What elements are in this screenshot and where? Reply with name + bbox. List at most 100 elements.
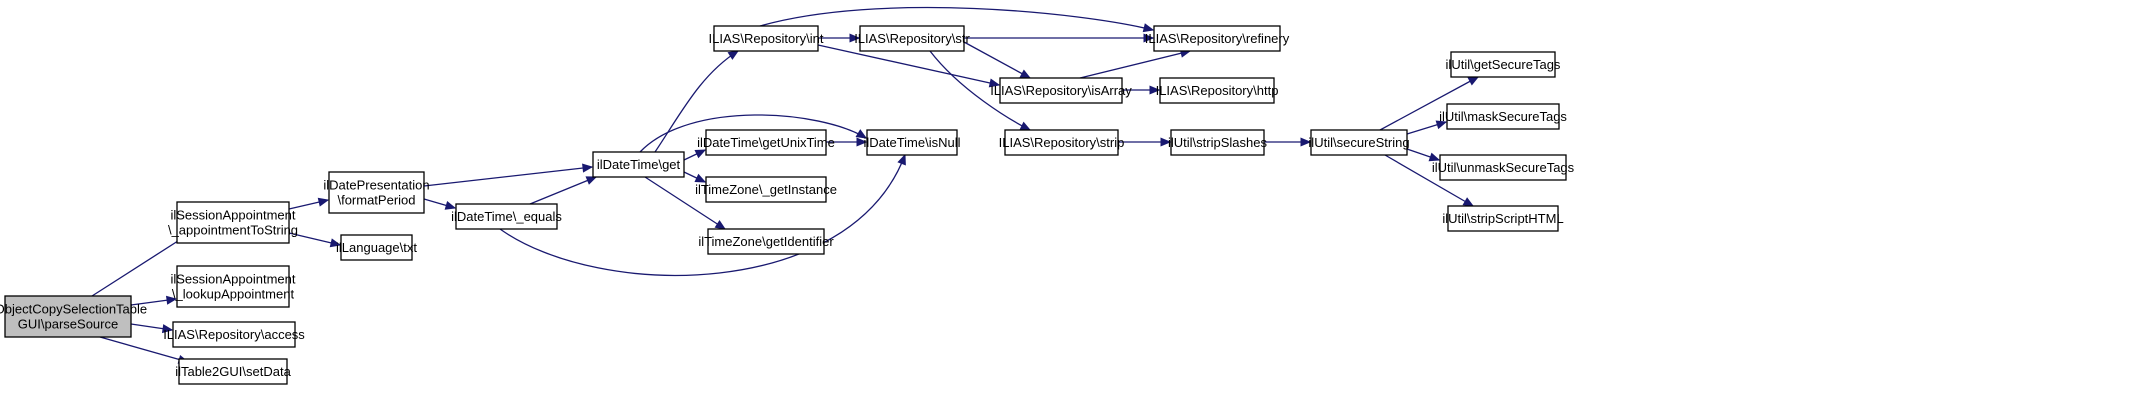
arrow-head bbox=[161, 324, 174, 334]
arrow-head bbox=[1435, 120, 1448, 130]
node-box bbox=[859, 25, 965, 52]
node-repoAccess[interactable]: ILIAS\Repository\access bbox=[163, 321, 305, 348]
arrow-head bbox=[1149, 85, 1161, 95]
arrow-head bbox=[855, 129, 868, 139]
edge-secureString-to-maskSecureTags bbox=[1406, 120, 1448, 135]
node-stripScriptHTML[interactable]: ilUtil\stripScriptHTML bbox=[1442, 205, 1564, 232]
node-label: ilDatePresentation bbox=[323, 178, 429, 193]
edge-repoStr-to-repoRefinery bbox=[964, 33, 1155, 43]
node-repoHttp[interactable]: ILIAS\Repository\http bbox=[1156, 77, 1279, 104]
node-box bbox=[1310, 129, 1408, 156]
node-box bbox=[1153, 25, 1281, 52]
edge-repoIsArray-to-repoRefinery bbox=[1079, 48, 1192, 79]
node-repoStrip[interactable]: ILIAS\Repository\strip bbox=[999, 129, 1125, 156]
arrow-head bbox=[1160, 137, 1172, 147]
node-label: ILIAS\Repository\refinery bbox=[1145, 31, 1290, 46]
edge-root-to-lookupAppt bbox=[130, 295, 178, 306]
node-box bbox=[178, 358, 288, 385]
arrow-head bbox=[856, 137, 868, 147]
node-box bbox=[866, 129, 958, 156]
node-label: ilDateTime\isNull bbox=[863, 135, 960, 150]
edge-secureString-to-unmaskSecureTags bbox=[1406, 148, 1441, 162]
arrow-head bbox=[585, 176, 598, 185]
node-box bbox=[705, 129, 827, 156]
node-box bbox=[1450, 51, 1556, 78]
node-box bbox=[1004, 129, 1119, 156]
node-root[interactable]: ilObjectCopySelectionTableGUI\parseSourc… bbox=[0, 295, 147, 338]
edge-apptToString-to-langTxt bbox=[288, 232, 342, 248]
node-tzIdentifier[interactable]: ilTimeZone\getIdentifier bbox=[698, 228, 834, 255]
node-label: ilDateTime\get bbox=[597, 157, 681, 172]
node-box bbox=[176, 265, 290, 308]
edge-repoStrip-to-stripSlashes bbox=[1118, 137, 1172, 147]
node-apptToString[interactable]: ilSessionAppointment\_appointmentToStrin… bbox=[168, 201, 298, 244]
edge-repoIsArray-to-repoHttp bbox=[1122, 85, 1161, 95]
edge-line bbox=[759, 6, 1154, 31]
arrow-head bbox=[849, 33, 861, 43]
node-label: ilUtil\stripSlashes bbox=[1168, 135, 1267, 150]
edge-line bbox=[529, 176, 597, 205]
node-unmaskSecureTags[interactable]: ilUtil\unmaskSecureTags bbox=[1432, 154, 1575, 181]
node-label: \_appointmentToString bbox=[168, 223, 298, 238]
node-label: ILIAS\Repository\isArray bbox=[990, 83, 1132, 98]
arrow-head bbox=[694, 149, 707, 159]
edge-line bbox=[499, 154, 906, 276]
edge-stripSlashes-to-secureString bbox=[1264, 137, 1312, 147]
node-box bbox=[707, 228, 825, 255]
edge-repoInt-to-repoRefinery bbox=[759, 6, 1155, 33]
arrow-head bbox=[165, 295, 178, 305]
node-label: GUI\parseSource bbox=[18, 317, 118, 332]
edge-line bbox=[91, 231, 193, 297]
arrow-head bbox=[582, 163, 594, 173]
node-label: ilSessionAppointment bbox=[170, 272, 295, 287]
node-dtEquals[interactable]: ilDateTime\_equals bbox=[451, 203, 562, 230]
arrow-head bbox=[1467, 76, 1480, 86]
node-box bbox=[176, 201, 290, 244]
node-repoIsArray[interactable]: ILIAS\Repository\isArray bbox=[990, 77, 1132, 104]
node-lookupAppt[interactable]: ilSessionAppointment\_lookupAppointment bbox=[170, 265, 296, 308]
node-label: ILIAS\Repository\int bbox=[709, 31, 824, 46]
edge-root-to-repoAccess bbox=[130, 323, 174, 334]
node-label: ilDateTime\_equals bbox=[451, 209, 562, 224]
edge-repoStr-to-repoIsArray bbox=[963, 41, 1032, 79]
node-secureString[interactable]: ilUtil\secureString bbox=[1308, 129, 1410, 156]
node-label: \_lookupAppointment bbox=[172, 287, 295, 302]
node-setData[interactable]: ilTable2GUI\setData bbox=[175, 358, 292, 385]
arrow-head bbox=[1428, 152, 1441, 162]
node-formatPeriod[interactable]: ilDatePresentation\formatPeriod bbox=[323, 171, 430, 214]
node-label: ilUtil\unmaskSecureTags bbox=[1432, 160, 1575, 175]
node-dtIsNull[interactable]: ilDateTime\isNull bbox=[863, 129, 961, 156]
node-box bbox=[1439, 154, 1567, 181]
edge-dtEquals-to-dtGet bbox=[529, 176, 598, 205]
node-box bbox=[172, 321, 296, 348]
edge-dtGet-to-tzInstance bbox=[683, 171, 707, 183]
node-label: ILIAS\Repository\strip bbox=[999, 135, 1125, 150]
node-repoStr[interactable]: ILIAS\Repository\str bbox=[854, 25, 970, 52]
node-repoRefinery[interactable]: ILIAS\Repository\refinery bbox=[1145, 25, 1290, 52]
node-box bbox=[705, 176, 827, 203]
node-box bbox=[455, 203, 558, 230]
edge-line bbox=[1079, 50, 1191, 79]
edge-dtUnix-to-dtIsNull bbox=[826, 137, 868, 147]
node-label: ILIAS\Repository\http bbox=[1156, 83, 1279, 98]
edge-dtEquals-to-dtIsNull bbox=[499, 153, 906, 276]
node-label: ilUtil\stripScriptHTML bbox=[1442, 211, 1563, 226]
node-dtUnix[interactable]: ilDateTime\getUnixTime bbox=[697, 129, 835, 156]
arrow-head bbox=[317, 197, 330, 207]
arrow-head bbox=[988, 78, 1001, 88]
node-stripSlashes[interactable]: ilUtil\stripSlashes bbox=[1168, 129, 1267, 156]
edge-line bbox=[639, 114, 867, 153]
node-maskSecureTags[interactable]: ilUtil\maskSecureTags bbox=[1439, 103, 1567, 130]
arrow-head bbox=[1300, 137, 1312, 147]
node-getSecureTags[interactable]: ilUtil\getSecureTags bbox=[1446, 51, 1561, 78]
node-langTxt[interactable]: ilLanguage\txt bbox=[336, 234, 417, 261]
node-repoInt[interactable]: ILIAS\Repository\int bbox=[709, 25, 824, 52]
node-dtGet[interactable]: ilDateTime\get bbox=[592, 151, 685, 178]
node-label: ILIAS\Repository\access bbox=[163, 327, 305, 342]
node-label: ilSessionAppointment bbox=[170, 208, 295, 223]
arrow-head bbox=[1462, 197, 1475, 207]
node-box bbox=[1159, 77, 1275, 104]
node-tzInstance[interactable]: ilTimeZone\_getInstance bbox=[695, 176, 837, 203]
edge-line bbox=[654, 50, 739, 153]
